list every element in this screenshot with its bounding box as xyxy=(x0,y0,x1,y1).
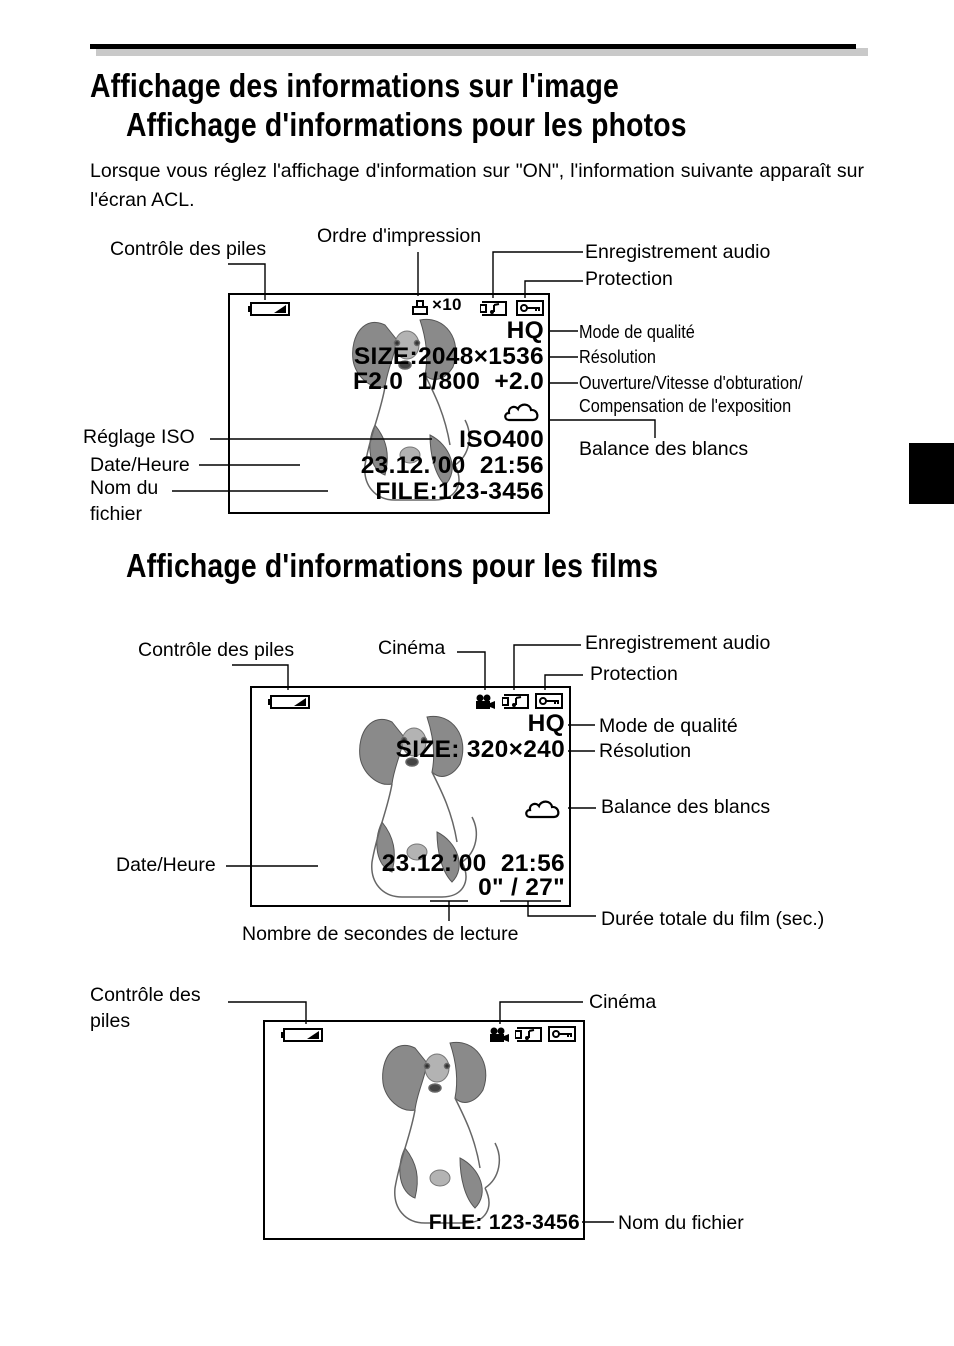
lcd-quality: HQ xyxy=(506,317,544,344)
cloud-icon xyxy=(503,401,541,428)
label-battery-line2: piles xyxy=(90,1010,131,1032)
audio-icon xyxy=(501,693,530,715)
label-battery: Contrôle des piles xyxy=(110,238,267,260)
print-order-icon xyxy=(411,299,429,322)
label-resolution: Résolution xyxy=(579,346,656,367)
label-cinema: Cinéma xyxy=(589,991,657,1013)
label-datetime: Date/Heure xyxy=(116,854,216,876)
dog-illustration xyxy=(382,1041,501,1224)
label-aperture-line2: Compensation de l'exposition xyxy=(579,395,792,416)
movie-simple-lcd-screen: FILE: 123-3456 xyxy=(263,1020,585,1240)
cinema-camera-icon xyxy=(474,693,496,716)
label-cinema: Cinéma xyxy=(378,637,446,659)
movie-lcd-screen: HQ SIZE: 320×240 23.12.’00 21:56 0" / 27… xyxy=(250,686,571,907)
subsection-title-photos: Affichage d'informations pour les photos xyxy=(126,106,687,143)
section-title: Affichage des informations sur l'image xyxy=(90,67,619,104)
label-aperture-line1: Ouverture/Vitesse d'obturation/ xyxy=(579,372,803,393)
label-playback-seconds: Nombre de secondes de lecture xyxy=(242,923,519,945)
photo-lcd-screen: ×10 HQ SIZE:2048×1536 F2.0 1/800 +2.0 IS… xyxy=(228,293,550,514)
audio-icon xyxy=(479,300,508,322)
cloud-icon xyxy=(524,798,562,825)
label-white-balance: Balance des blancs xyxy=(601,796,771,818)
label-quality: Mode de qualité xyxy=(599,715,738,737)
battery-icon xyxy=(268,694,312,715)
protection-key-icon xyxy=(548,1026,576,1047)
battery-icon xyxy=(248,301,292,322)
lcd-size: SIZE:2048×1536 xyxy=(353,343,544,370)
label-resolution: Résolution xyxy=(599,740,692,762)
subsection-title-films: Affichage d'informations pour les films xyxy=(126,547,659,584)
intro-paragraph: Lorsque vous réglez l'affichage d'inform… xyxy=(90,160,864,211)
header-rule xyxy=(90,44,856,49)
label-protection: Protection xyxy=(590,663,678,685)
label-white-balance: Balance des blancs xyxy=(579,438,749,460)
dog-illustration xyxy=(352,318,471,501)
header-rule-shadow xyxy=(96,48,868,56)
label-protection: Protection xyxy=(585,268,673,290)
protection-key-icon xyxy=(516,300,544,321)
label-filename-line1: Nom du xyxy=(90,477,159,499)
dog-illustration xyxy=(359,715,478,898)
label-audio: Enregistrement audio xyxy=(585,241,771,263)
audio-icon xyxy=(514,1026,543,1048)
label-filename: Nom du fichier xyxy=(618,1212,744,1234)
label-filename-line2: fichier xyxy=(90,503,143,525)
lcd-file: FILE: 123-3456 xyxy=(428,1211,580,1234)
protection-key-icon xyxy=(535,693,563,714)
label-print-order: Ordre d'impression xyxy=(317,225,482,247)
label-datetime: Date/Heure xyxy=(90,454,190,476)
battery-icon xyxy=(281,1027,325,1048)
lcd-file: FILE:123-3456 xyxy=(375,478,544,505)
label-battery: Contrôle des piles xyxy=(138,639,295,661)
cinema-camera-icon xyxy=(488,1026,510,1049)
print-count: ×10 xyxy=(432,295,462,314)
lcd-datetime: 23.12.’00 21:56 xyxy=(381,850,565,877)
label-audio: Enregistrement audio xyxy=(585,632,771,654)
lcd-iso: ISO400 xyxy=(459,426,544,453)
lcd-datetime: 23.12.’00 21:56 xyxy=(360,452,544,479)
label-total-duration: Durée totale du film (sec.) xyxy=(601,908,825,930)
lcd-exposure: F2.0 1/800 +2.0 xyxy=(352,368,544,395)
label-quality: Mode de qualité xyxy=(579,321,695,342)
label-battery-line1: Contrôle des xyxy=(90,984,201,1006)
lcd-quality: HQ xyxy=(527,710,565,737)
lcd-duration: 0" / 27" xyxy=(478,874,565,901)
lcd-size: SIZE: 320×240 xyxy=(395,736,565,763)
label-iso: Réglage ISO xyxy=(83,426,195,448)
chapter-tab xyxy=(909,443,954,504)
